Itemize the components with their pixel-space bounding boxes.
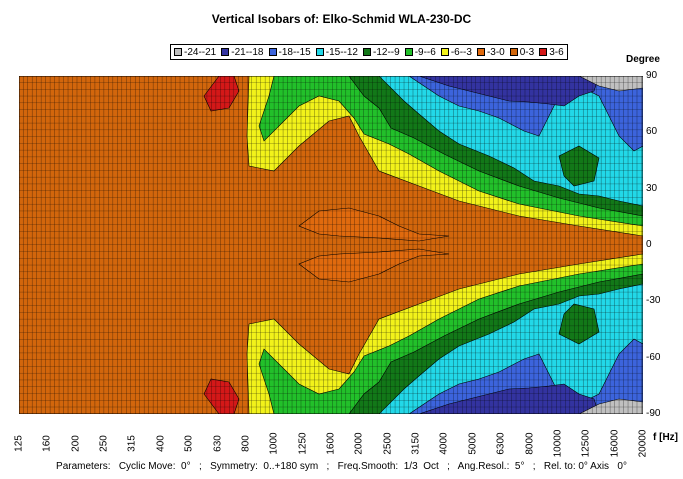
x-tick-label: 2000 (353, 432, 365, 455)
x-tick-label: 1000 (268, 432, 280, 455)
legend-swatch (174, 48, 182, 56)
x-tick-label: 500 (183, 435, 195, 452)
x-tick-label: 2500 (382, 432, 394, 455)
x-tick-label: 10000 (552, 429, 564, 458)
legend-swatch (221, 48, 230, 56)
legend-item: -12--9 (363, 47, 400, 58)
legend-label: 0-3 (519, 46, 535, 58)
x-tick-label: 1250 (297, 432, 309, 455)
legend-label: -24--21 (184, 46, 217, 58)
x-tick-label: 4000 (438, 432, 450, 455)
legend-label: -6--3 (450, 46, 472, 58)
legend-swatch (440, 48, 449, 56)
x-axis-label: f [Hz] (653, 432, 678, 443)
x-tick-label: 315 (126, 435, 138, 452)
x-tick-label: 20000 (637, 429, 649, 458)
x-tick-label: 125 (13, 435, 25, 452)
legend-item: -3-0 (476, 46, 505, 58)
x-tick-label: 3150 (410, 432, 422, 455)
y-tick-label: 30 (646, 182, 658, 194)
legend-label: -9--6 (414, 46, 436, 58)
legend-item: -21--18 (221, 46, 264, 58)
legend-item: -9--6 (404, 46, 436, 58)
chart-title: Vertical Isobars of: Elko-Schmid WLA-230… (211, 12, 472, 26)
y-tick-label: 0 (646, 239, 652, 250)
y-tick-label: 60 (646, 126, 658, 138)
x-tick-label: 12500 (580, 429, 592, 458)
legend-label: -12--9 (373, 46, 400, 58)
plot-grid (19, 76, 643, 414)
legend-label: -21--18 (231, 46, 264, 58)
legend-swatch (509, 48, 518, 56)
legend-item: 0-3 (509, 46, 535, 58)
x-tick-label: 400 (155, 435, 167, 452)
y-axis-label: Degree (626, 54, 660, 65)
x-tick-label: 250 (98, 435, 110, 452)
legend-item: -18--15 (268, 46, 311, 58)
x-tick-label: 200 (70, 435, 82, 452)
x-tick-label: 1600 (325, 432, 337, 455)
legend-item: -15--12 (315, 46, 358, 58)
legend-item: -24--21 (174, 47, 216, 58)
legend-label: -18--15 (278, 46, 311, 58)
legend-label: -3-0 (486, 46, 505, 58)
legend-label: 3-6 (549, 46, 564, 58)
legend-swatch (476, 48, 485, 56)
x-tick-label: 5000 (467, 432, 479, 455)
legend-item: 3-6 (539, 46, 564, 58)
legend-item: -6--3 (440, 46, 472, 58)
y-tick-label: -90 (646, 408, 661, 419)
legend-label: -15--12 (325, 46, 358, 58)
x-tick-label: 16000 (609, 429, 621, 458)
legend-swatch (268, 48, 277, 56)
x-tick-label: 800 (240, 435, 252, 452)
x-tick-label: 8000 (524, 432, 536, 455)
x-tick-label: 160 (41, 435, 53, 452)
x-tick-label: 6300 (495, 432, 507, 455)
y-tick-label: -60 (646, 351, 661, 363)
legend-swatch (404, 48, 413, 56)
x-tick-label: 630 (212, 435, 224, 452)
chart-legend: -24--21 -21--18 -18--15 -15--12 -12--9 -9--6 -… (170, 44, 568, 60)
y-tick-label: 90 (646, 70, 658, 81)
parameters-footer: Parameters: Cyclic Move: 0° ; Symmetry: … (56, 461, 627, 472)
legend-swatch (539, 48, 548, 56)
legend-swatch (363, 48, 371, 56)
isobar-plot (19, 76, 643, 414)
y-tick-label: -30 (646, 295, 661, 307)
legend-swatch (315, 48, 324, 56)
